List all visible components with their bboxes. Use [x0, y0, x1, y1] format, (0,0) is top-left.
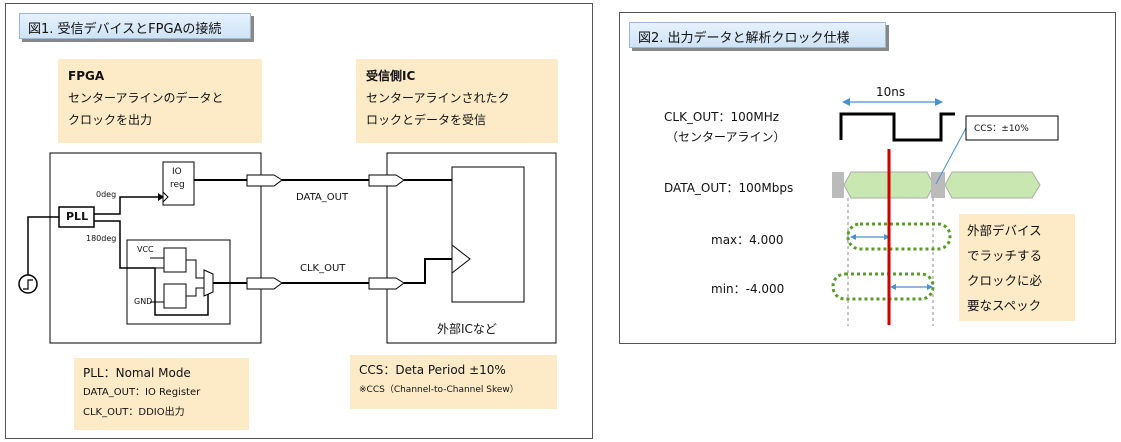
clk-label-1: CLK_OUT：100MHz [664, 110, 780, 124]
ext-note-line4: 要なスペック [967, 298, 1042, 313]
fpga-note-head: FPGA [68, 69, 105, 83]
data-out-label: DATA_OUT [296, 192, 349, 203]
ext-ic-inner [451, 166, 525, 303]
ccs-box [965, 115, 1059, 141]
pll-mode-line3: CLK_OUT：DDIO出力 [83, 407, 185, 418]
pll-mode-line2: DATA_OUT：IO Register [83, 387, 201, 398]
clk-waveform [839, 112, 955, 142]
clk-label-2: （センターアライン） [666, 130, 786, 144]
max-label: max：4.000 [711, 233, 784, 247]
fpga-note: FPGA センターアラインのデータと クロックを出力 [58, 59, 262, 143]
gnd-label: GND [134, 297, 153, 306]
ext-note-line2: でラッチする [967, 248, 1043, 263]
ext-note-line3: クロックに必 [967, 273, 1043, 288]
clk-out-buffer [246, 277, 283, 290]
ccs-note: CCS：Deta Period ±10% ※CCS（Channel-to-Cha… [350, 355, 557, 409]
deg0-label: 0deg [96, 190, 117, 199]
io-reg-block [162, 161, 195, 206]
pll-mode-note: PLL：Nomal Mode DATA_OUT：IO Register CLK_… [74, 358, 249, 430]
clk-out-label: CLK_OUT [300, 263, 346, 274]
io-reg-label-2: reg [170, 180, 185, 190]
io-reg-label-1: IO [172, 167, 182, 177]
ext-device-note: 外部デバイス でラッチする クロックに必 要なスペック [959, 214, 1075, 321]
min-window [831, 272, 935, 301]
clk-in-buffer [368, 277, 405, 290]
ccs-note-line2: ※CCS（Channel-to-Channel Skew） [359, 385, 519, 395]
rx-note: 受信側IC センターアラインされたク ロックとデータを受信 [356, 59, 558, 143]
min-label: min：-4.000 [711, 282, 785, 296]
ext-note-line1: 外部デバイス [967, 223, 1042, 238]
fpga-note-line1: センターアラインのデータと [68, 91, 224, 105]
rx-note-line1: センターアラインされたク [366, 91, 510, 105]
rx-note-line2: ロックとデータを受信 [366, 113, 487, 127]
data-eye-2 [944, 171, 1041, 199]
pll-mode-line1: PLL：Nomal Mode [83, 366, 191, 380]
pll-label: PLL [66, 210, 89, 223]
period-label: 10ns [876, 85, 906, 99]
data-out-buffer [246, 174, 283, 187]
figure1-circuit [18, 152, 557, 344]
max-window [846, 222, 952, 251]
figure2-title: 図2. 出力データと解析クロック仕様 [629, 22, 886, 48]
deg180-label: 180deg [86, 234, 117, 243]
data-label: DATA_OUT：100Mbps [664, 181, 794, 195]
figure1-title: 図1. 受信デバイスとFPGAの接続 [19, 13, 251, 39]
fpga-note-line2: クロックを出力 [68, 113, 153, 127]
vcc-label: VCC [137, 245, 154, 254]
data-in-buffer [368, 174, 405, 187]
rx-note-head: 受信側IC [366, 69, 416, 83]
ccs-label: CCS：±10% [974, 124, 1029, 134]
ccs-note-line1: CCS：Deta Period ±10% [359, 363, 506, 377]
ext-ic-label: 外部ICなど [437, 322, 497, 336]
